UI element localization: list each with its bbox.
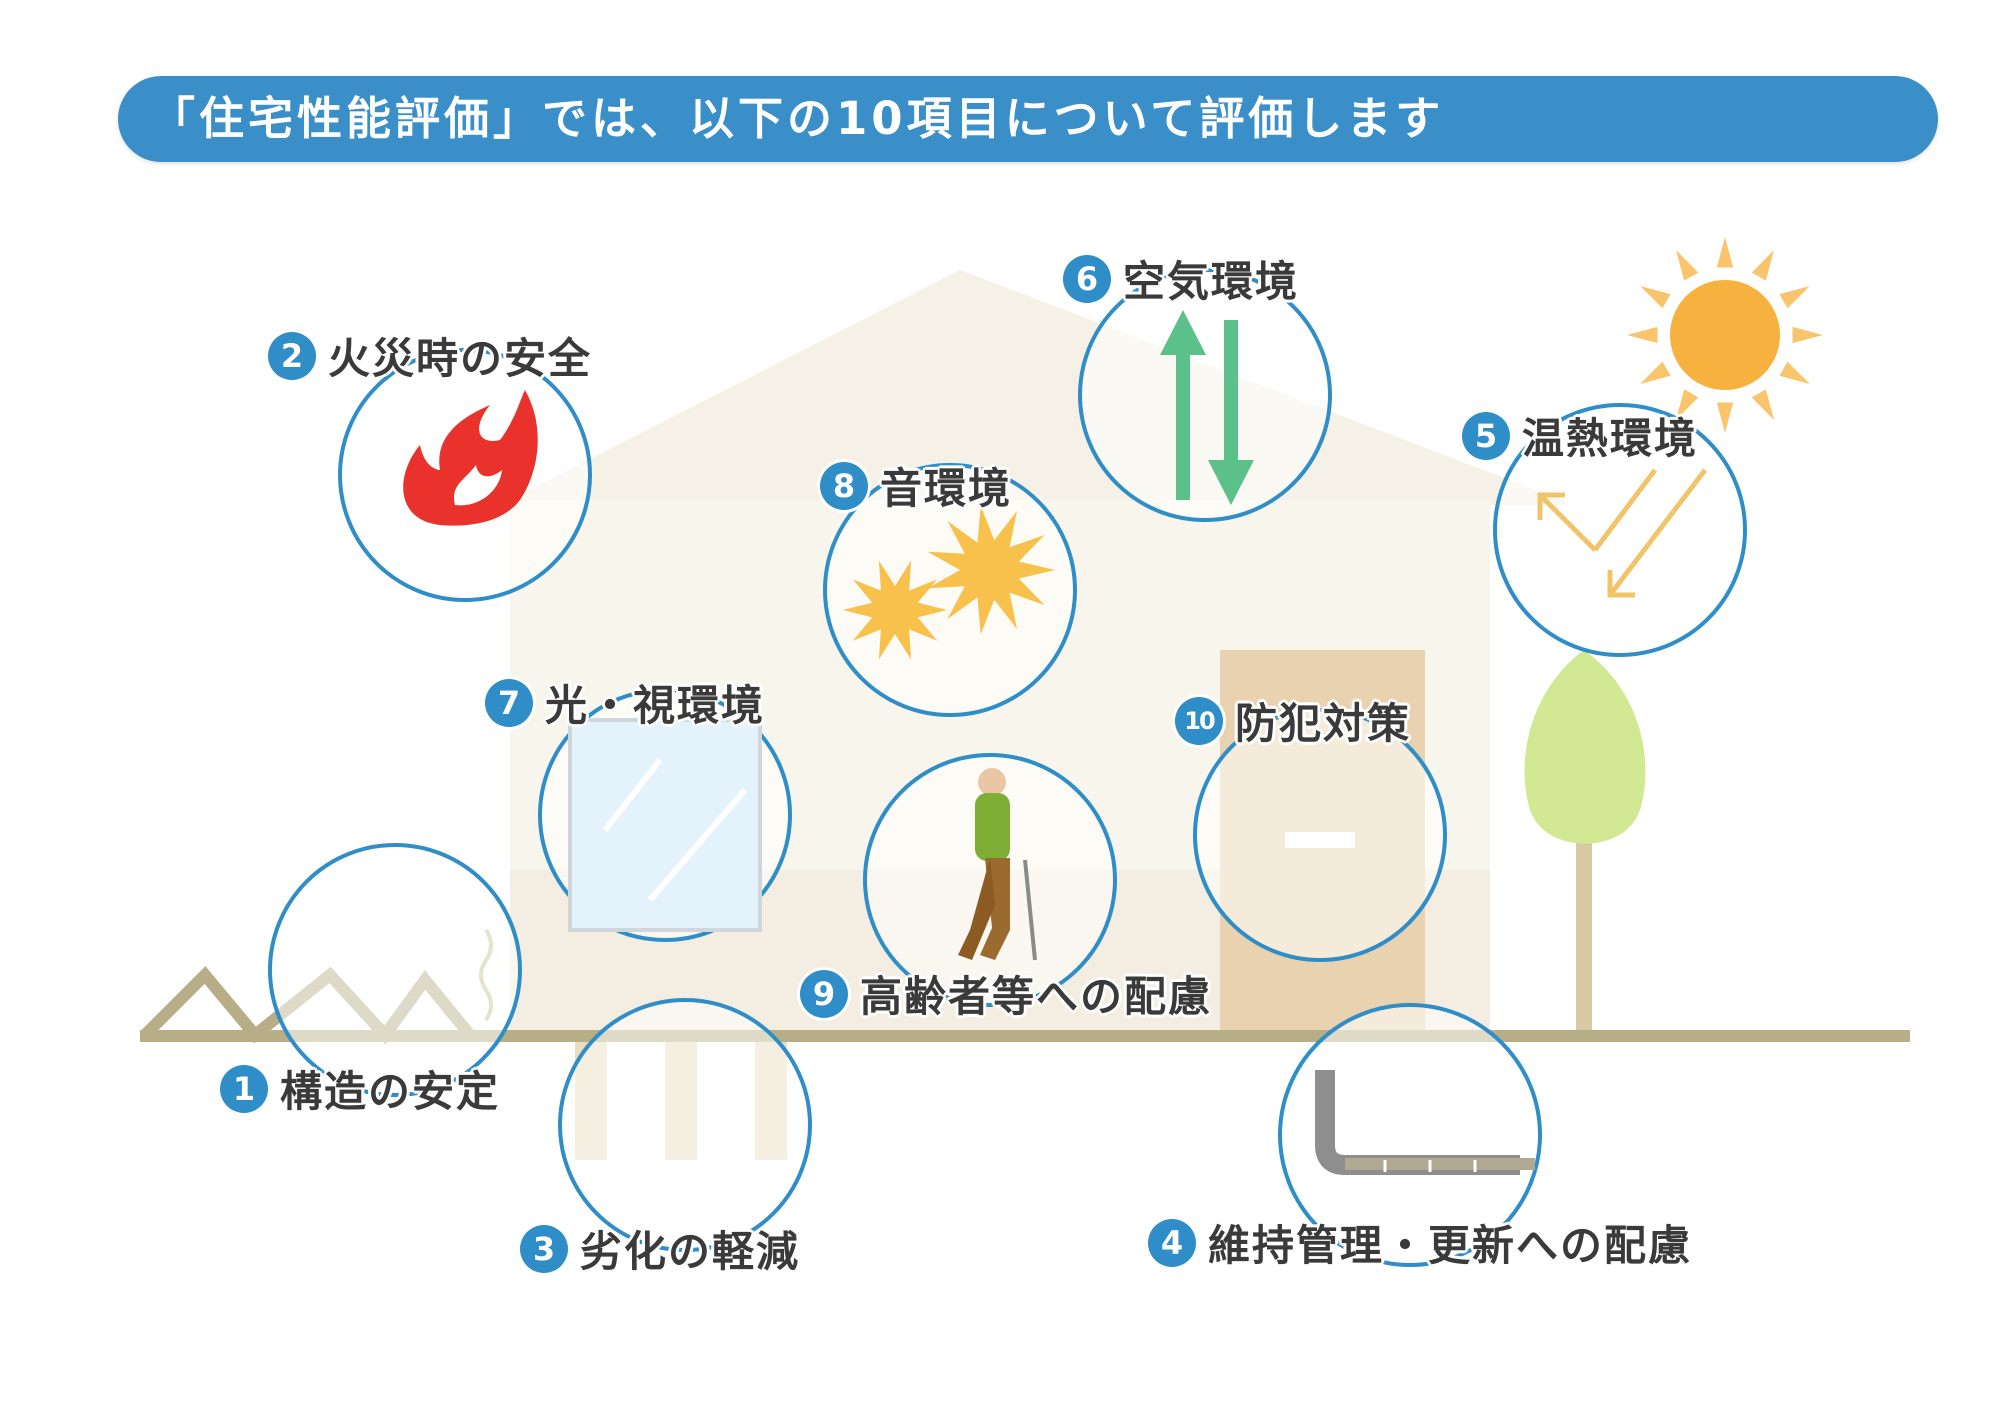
circle-structure bbox=[268, 843, 522, 1097]
sun-ray bbox=[1640, 361, 1671, 384]
item-label-light: 7 光・視環境 bbox=[485, 672, 765, 733]
circle-thermal bbox=[1493, 403, 1747, 657]
maintenance-pipe-icon bbox=[1315, 1070, 1535, 1175]
sun-ray bbox=[1676, 250, 1699, 281]
item-text: 構造の安定 bbox=[280, 1067, 501, 1116]
item-number: 1 bbox=[220, 1064, 268, 1113]
item-number: 2 bbox=[268, 331, 316, 380]
elderly-person-icon bbox=[958, 768, 1037, 961]
tree-icon bbox=[1524, 650, 1646, 1030]
sunlight-arrows-icon bbox=[1537, 468, 1707, 598]
sun-ray bbox=[1779, 286, 1810, 309]
sound-burst-icon bbox=[843, 505, 1055, 660]
item-text: 温熱環境 bbox=[1522, 414, 1699, 463]
item-label-elderly: 9 高齢者等への配慮 bbox=[800, 963, 1212, 1024]
circle-air bbox=[1078, 268, 1332, 522]
sun-ray bbox=[1716, 237, 1734, 268]
item-text: 火災時の安全 bbox=[328, 334, 593, 383]
header-banner bbox=[118, 76, 1938, 162]
item-text: 高齢者等への配慮 bbox=[860, 972, 1213, 1021]
flame-icon bbox=[403, 390, 538, 526]
sun-ray bbox=[1716, 402, 1734, 433]
item-number: 9 bbox=[800, 969, 848, 1018]
item-text: 光・視環境 bbox=[545, 681, 766, 730]
window-icon bbox=[568, 718, 762, 932]
item-text: 防犯対策 bbox=[1235, 699, 1412, 748]
item-text: 音環境 bbox=[880, 464, 1013, 513]
item-number: 4 bbox=[1148, 1218, 1196, 1267]
item-text: 劣化の軽減 bbox=[580, 1227, 801, 1276]
sun-ray bbox=[1792, 326, 1823, 344]
item-number: 6 bbox=[1063, 254, 1111, 303]
item-number: 5 bbox=[1462, 411, 1510, 460]
sun-ray bbox=[1627, 326, 1658, 344]
sun-icon bbox=[1627, 237, 1823, 433]
item-label-security: 10 防犯対策 bbox=[1175, 690, 1411, 751]
circle-maintenance bbox=[1278, 1003, 1542, 1267]
item-number: 10 bbox=[1175, 696, 1223, 745]
circle-deterioration bbox=[558, 998, 812, 1252]
house-roof bbox=[500, 270, 1575, 505]
item-label-deterioration: 3 劣化の軽減 bbox=[520, 1218, 800, 1279]
item-label-air: 6 空気環境 bbox=[1063, 248, 1299, 309]
item-number: 8 bbox=[820, 461, 868, 510]
item-label-thermal: 5 温熱環境 bbox=[1462, 405, 1698, 466]
item-text: 空気環境 bbox=[1123, 257, 1300, 306]
item-label-fire: 2 火災時の安全 bbox=[268, 325, 592, 386]
sun-ray bbox=[1676, 389, 1699, 420]
header-title: 「住宅性能評価」では、以下の10項目について評価します bbox=[150, 92, 1445, 145]
item-label-sound: 8 音環境 bbox=[820, 455, 1012, 516]
item-text: 維持管理・更新への配慮 bbox=[1208, 1221, 1693, 1270]
sun-ray bbox=[1779, 361, 1810, 384]
item-label-structure: 1 構造の安定 bbox=[220, 1058, 500, 1119]
item-label-maintenance: 4 維持管理・更新への配慮 bbox=[1148, 1212, 1692, 1273]
sun-ray bbox=[1640, 286, 1671, 309]
item-number: 3 bbox=[520, 1224, 568, 1273]
sun-ray bbox=[1751, 250, 1774, 281]
sun-ray bbox=[1751, 389, 1774, 420]
item-number: 7 bbox=[485, 678, 533, 727]
air-arrows-icon bbox=[1160, 310, 1254, 505]
circle-security bbox=[1193, 708, 1447, 962]
